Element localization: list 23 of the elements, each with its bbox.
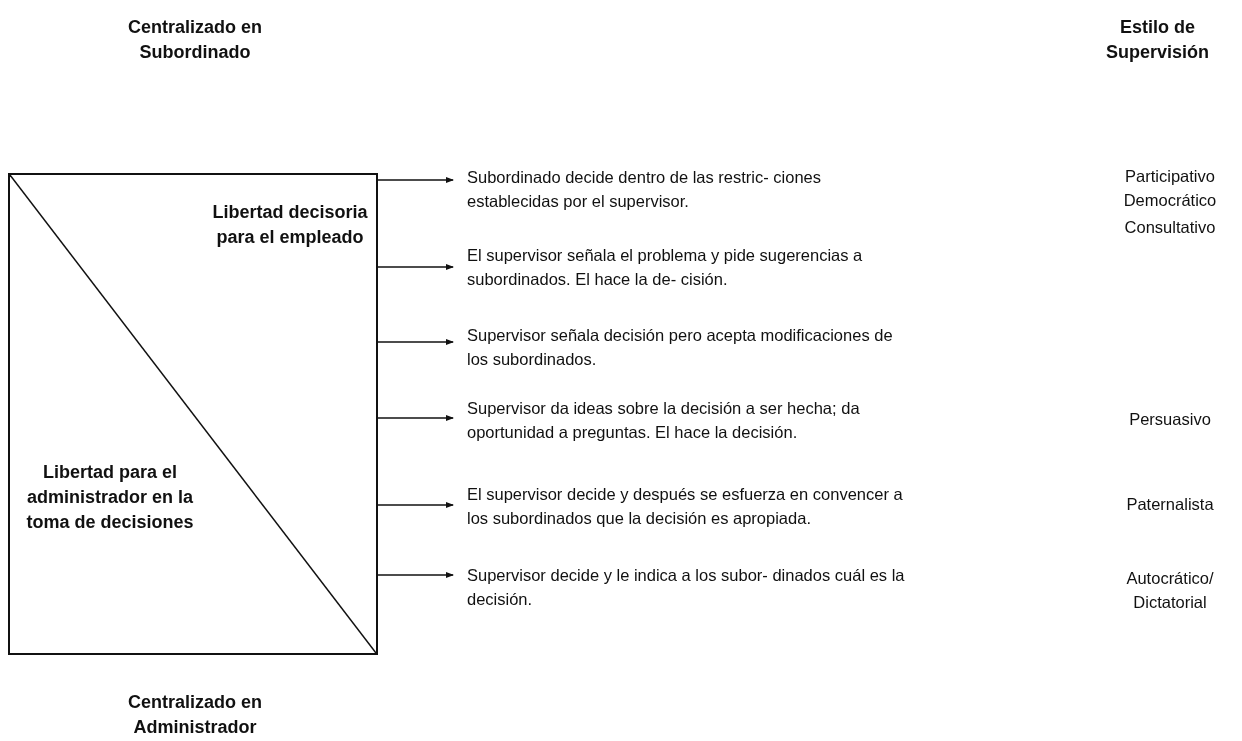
arrow bbox=[377, 415, 454, 421]
arrow bbox=[377, 177, 454, 183]
statement-text: El supervisor decide y después se esfuerza en convencer a los subordinados que la decisión es apropiada. bbox=[467, 482, 912, 530]
statement-text: Supervisor señala decisión pero acepta modificaciones de los subordinados. bbox=[467, 323, 912, 371]
arrow bbox=[377, 502, 454, 508]
style-label: Autocrático/ Dictatorial bbox=[1125, 568, 1215, 613]
arrow bbox=[377, 264, 454, 270]
heading: Estilo de Supervisión bbox=[1105, 16, 1210, 64]
heading: Centralizado en Subordinado bbox=[127, 16, 263, 64]
arrow bbox=[377, 572, 454, 578]
style-label: Consultativo bbox=[1123, 217, 1217, 238]
statement-text: El supervisor señala el problema y pide sugerencias a subordinados. El hace la de- cisión. bbox=[467, 243, 912, 291]
arrow bbox=[377, 339, 454, 345]
statement-text: Supervisor decide y le indica a los subor- dinados cuál es la decisión. bbox=[467, 563, 912, 611]
style-label: Paternalista bbox=[1125, 494, 1215, 515]
style-label: Participativo Democrático bbox=[1122, 166, 1218, 211]
style-label: Persuasivo bbox=[1128, 409, 1212, 430]
region-label: Libertad decisoria para el empleado bbox=[211, 201, 369, 249]
heading: Centralizado en Administrador bbox=[127, 691, 263, 739]
statement-text: Subordinado decide dentro de las restric- ciones establecidas por el supervisor. bbox=[467, 165, 912, 213]
statement-text: Supervisor da ideas sobre la decisión a ser hecha; da oportunidad a preguntas. El hace la decisión. bbox=[467, 396, 912, 444]
diagonal-split-box bbox=[8, 173, 378, 655]
region-label: Libertad para el administrador en la toma de decisiones bbox=[25, 461, 195, 534]
